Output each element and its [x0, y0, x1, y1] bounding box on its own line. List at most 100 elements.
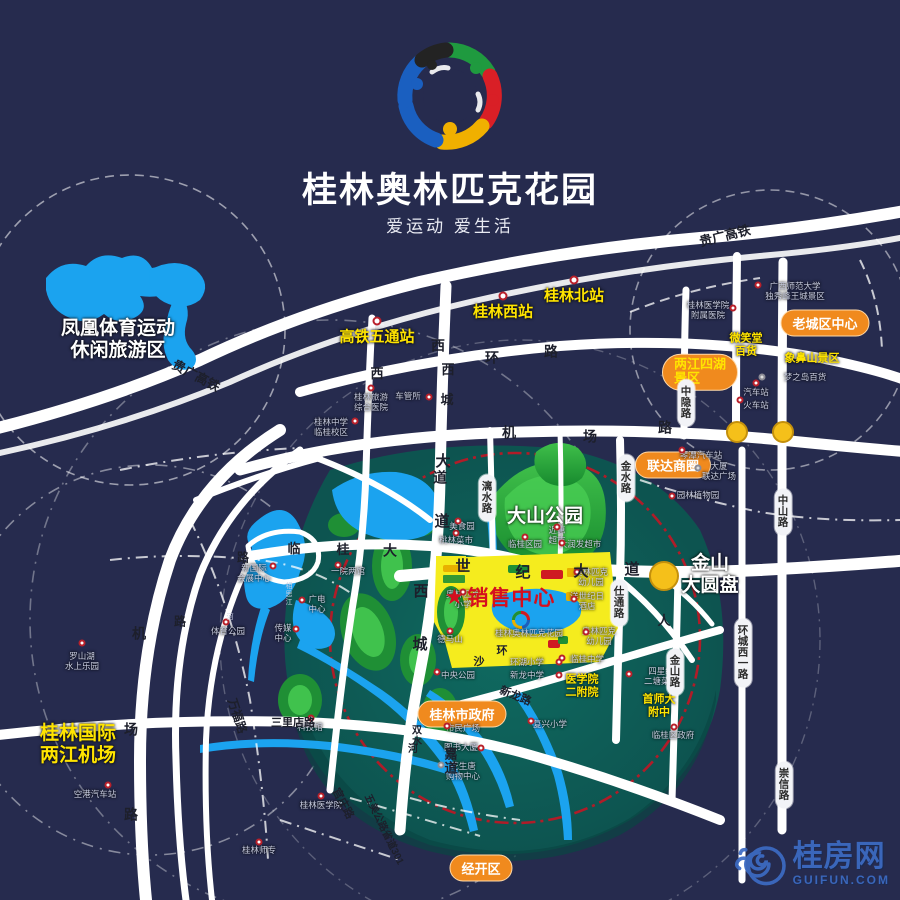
- poi-dot-icon: [527, 717, 535, 725]
- guilin-tourism-hospital: 桂林旅游 综合医院: [353, 392, 389, 412]
- shitong-road: 仕 通 路: [610, 579, 628, 627]
- poi-dot-icon: [317, 792, 325, 800]
- poi-dot-icon: [425, 393, 433, 401]
- linggui-middle-school: 临桂中学: [569, 654, 605, 665]
- watermark-brand: 桂房网: [792, 838, 886, 874]
- linggui-dadao-gui: 桂: [336, 542, 350, 558]
- project-name-on-plot: 桂林奥林匹克花园: [494, 628, 564, 639]
- poi-dot-icon: [104, 781, 112, 789]
- poi-dot-icon: [752, 379, 760, 387]
- guilin-west-station: 桂林西站: [472, 303, 534, 321]
- new-intl-expo-center: 新国际 会展中心: [236, 563, 272, 583]
- guilin-medical-college-hospital: 桂林医学院 附属医院: [686, 300, 730, 320]
- erhuan-xi: 西: [370, 366, 384, 382]
- shiji-dadao-da: 大: [573, 563, 589, 581]
- lianda-business-circle[interactable]: 联达商圈: [634, 451, 712, 479]
- lingshan-dao: 道: [433, 469, 447, 486]
- sales-center-marker[interactable]: ★ 销售中心: [445, 582, 556, 612]
- guilin-middle-school: 桂林中学 临桂校区: [313, 417, 349, 437]
- erhuan-lu-bottom: 路: [236, 550, 250, 565]
- zhongyin-road: 中 隐 路: [677, 379, 695, 427]
- poi-dot-icon: [307, 714, 315, 722]
- chongxin-road: 崇 信 路: [775, 761, 793, 809]
- poi-dot-icon: [298, 596, 306, 604]
- poi-dot-icon: [446, 627, 454, 635]
- poi-dot-icon: [334, 561, 342, 569]
- poi-dot-icon: [582, 628, 590, 636]
- guangdian-center: 广电 中心: [308, 594, 326, 614]
- yiyuan-liangguan: 一院两馆: [330, 566, 366, 577]
- jichang-road-lu: 路: [658, 419, 672, 436]
- gaotie-wutong-station: 高铁五通站: [339, 328, 415, 346]
- mengzhidao-department-store: 梦之岛百货: [783, 372, 827, 383]
- poi-dot-icon: [678, 446, 686, 454]
- fuxing-primary-school: 复兴小学: [532, 719, 568, 730]
- fenghuang-sports-area: 凤凰体育运动 休闲旅游区: [60, 318, 176, 361]
- station-dot-icon: [569, 275, 579, 285]
- poi-dot-icon: [255, 838, 263, 846]
- snail-spiral-icon: [734, 846, 786, 886]
- sanjiang-road: 三里店路: [271, 717, 315, 730]
- yuanlin-botanical-garden: 园林植物园: [676, 490, 720, 501]
- poi-dot-icon: [269, 562, 277, 570]
- shiji-dadao-ji: 纪: [515, 564, 531, 582]
- jingkaiqu[interactable]: 经开区: [449, 854, 513, 882]
- poi-dot-icon: [367, 384, 375, 392]
- wanfu-road: 万福路: [225, 696, 250, 736]
- xicheng-dadao-xi: 西: [441, 362, 455, 378]
- kongang-bus-station: 空港汽车站: [73, 789, 117, 800]
- jinshui-road: 金 水 路: [617, 454, 635, 502]
- vehicle-admin-office: 车管所: [395, 391, 421, 402]
- linggui-dadao-lin: 临: [287, 541, 301, 557]
- poi-dot-icon: [351, 417, 359, 425]
- xihuan-road-lu: 路: [544, 343, 558, 360]
- huanhu-primary-school: 环湖小学: [509, 657, 545, 668]
- xicheng-da: 大: [435, 453, 451, 471]
- poi-dot-icon: [668, 492, 676, 500]
- xicheng-xi: 西: [413, 583, 429, 601]
- poi-dot-icon: [222, 618, 230, 626]
- xicheng-dadao-cheng: 城: [440, 392, 454, 408]
- poi-dot-icon: [433, 668, 441, 676]
- poi-dot-icon: [570, 595, 578, 603]
- watermark: 桂房网 GUIFUN.COM: [733, 840, 890, 888]
- poi-dot-icon: [558, 539, 566, 547]
- xihuan-road-xi: 西: [431, 337, 445, 354]
- xicheng-cheng: 城: [412, 636, 428, 654]
- guilin-city-government[interactable]: 桂林市政府: [417, 700, 507, 728]
- linggui-district-park: 临桂区园: [507, 539, 543, 550]
- poi-dot-icon: [553, 523, 561, 531]
- poi-dot-icon: [555, 671, 563, 679]
- poi-dot-icon: [452, 529, 460, 537]
- old-city-center[interactable]: 老城区中心: [780, 309, 870, 337]
- poi-dot-icon: [736, 396, 744, 404]
- huancheng-lu-left: 路: [173, 614, 187, 629]
- star-icon: ★: [444, 584, 465, 609]
- poi-dot-icon: [477, 744, 485, 752]
- train-station: 火车站: [743, 400, 769, 411]
- olympic-hands-circle-logo: [397, 42, 502, 150]
- project-slogan: 爱运动 爱生活: [386, 217, 514, 236]
- station-dot-icon: [372, 316, 382, 326]
- yixueyuan-erfuyuan: 医学院 二附院: [565, 673, 599, 698]
- jichang-road-chang: 场: [583, 428, 597, 445]
- shiji-dadao-shi: 世: [455, 558, 471, 576]
- jiadao-road: 嘉 道: [444, 746, 458, 775]
- poi-dot-icon: [443, 722, 451, 730]
- guilin-airport: 桂林国际 两江机场: [39, 723, 117, 766]
- poi-dot-icon: [758, 373, 766, 381]
- dema-mountain: 德马山: [437, 634, 463, 645]
- jichang-road-lu-left: 路: [124, 806, 138, 823]
- xicheng-dao: 道: [434, 513, 450, 531]
- zhongshan-road: 中 山 路: [774, 488, 792, 536]
- jinshan-road: 金 山 路: [666, 648, 684, 696]
- poi-dot-icon: [573, 568, 581, 576]
- jichang-road-ji-left: 机: [132, 625, 146, 642]
- liangjiang-sihu-scenic[interactable]: 两江四湖景区: [661, 353, 739, 391]
- bus-station: 汽车站: [743, 387, 769, 398]
- jinshan-roundabout: 金山 大圆盘: [681, 553, 739, 596]
- hualin-market: 桃林菜市: [438, 535, 474, 546]
- guilin-normal-college: 桂林师专: [241, 845, 277, 856]
- shuangshui-road: 双 水: [412, 725, 422, 747]
